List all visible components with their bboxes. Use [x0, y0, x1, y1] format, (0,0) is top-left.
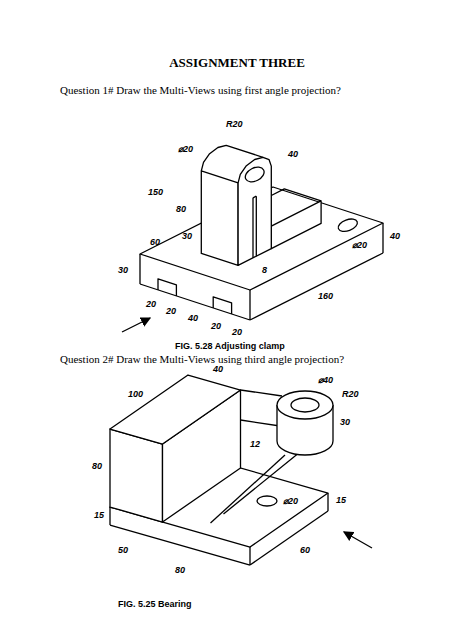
dimension: 80: [175, 566, 185, 576]
dimension: 100: [128, 390, 143, 400]
bearing: [110, 375, 372, 565]
dimension: 30: [182, 232, 192, 242]
dimension: 20: [211, 322, 221, 332]
dimension: 20: [232, 328, 242, 338]
dimension: 40: [188, 314, 198, 324]
dimension: 30: [118, 266, 128, 276]
dimension: 150: [148, 188, 163, 198]
dimension: 50: [118, 546, 128, 556]
dimension: 30: [340, 418, 350, 428]
dimension: 60: [300, 546, 310, 556]
dimension: 40: [213, 365, 223, 375]
question-text: Question 1# Draw the Multi-Views using f…: [60, 84, 341, 96]
figure-caption: FIG. 5.25 Bearing: [118, 600, 192, 610]
dimension: 12: [250, 440, 260, 450]
dimension: R20: [226, 120, 243, 130]
dimension: 40: [288, 150, 298, 160]
dimension: 80: [176, 205, 186, 215]
dimension: 15: [94, 511, 104, 521]
figure-caption: FIG. 5.28 Adjusting clamp: [175, 342, 285, 352]
dimension: 60: [150, 238, 160, 248]
dimension: 8: [262, 266, 267, 276]
dimension: ⌀40: [318, 376, 333, 386]
dimension: 15: [336, 496, 346, 506]
dimension: 40: [390, 232, 400, 242]
dimension: ⌀20: [352, 241, 367, 251]
dimension: R20: [342, 390, 359, 400]
dimension: ⌀20: [283, 497, 298, 507]
dimension: 80: [92, 462, 102, 472]
dimension: 20: [146, 300, 156, 310]
dimension: 160: [318, 292, 333, 302]
page-title: ASSIGNMENT THREE: [169, 56, 305, 70]
adjusting-clamp: [122, 145, 383, 332]
dimension: ⌀20: [178, 145, 193, 155]
question-text: Question 2# Draw the Multi-Views using t…: [60, 353, 344, 365]
dimension: 20: [166, 307, 176, 317]
